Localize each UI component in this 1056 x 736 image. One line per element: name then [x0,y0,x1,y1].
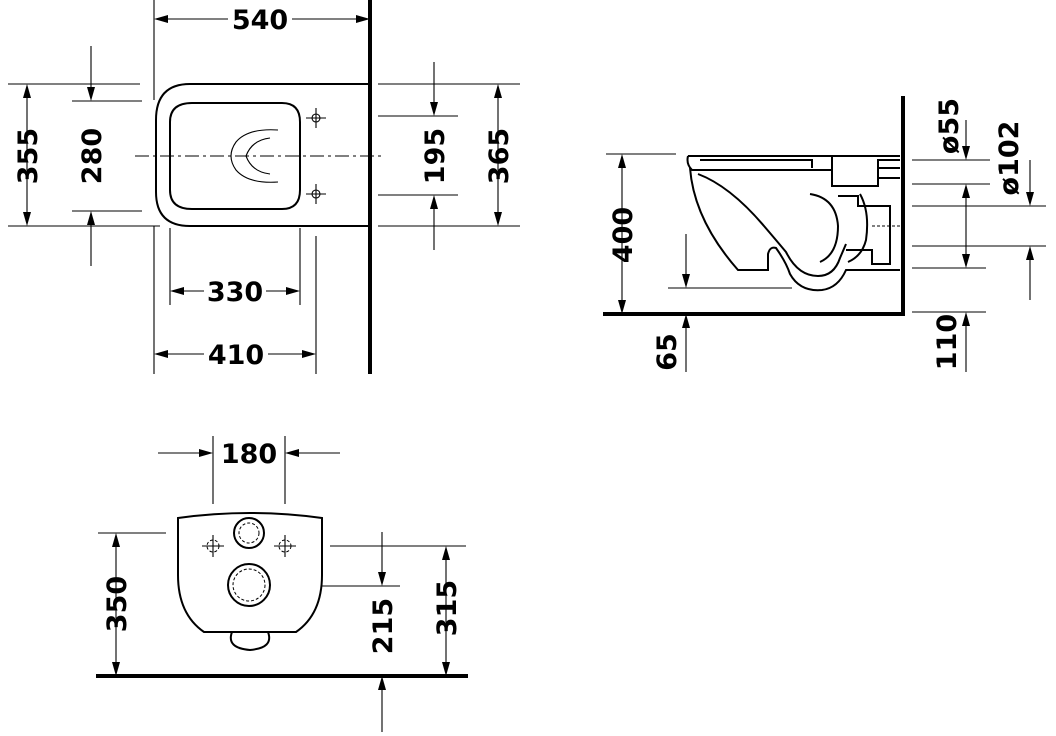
dim-355-label: 355 [13,128,44,184]
dim-o102-label: ø102 [994,121,1025,196]
side-view-rim [686,155,900,171]
top-view: 540 355 280 195 [8,0,520,374]
dim-355: 355 [8,83,160,227]
dim-215: 215 [322,532,400,732]
dim-280-label: 280 [77,128,108,184]
dim-330: 330 [169,228,301,308]
rear-view-outlet-bulge [229,631,271,652]
dim-365-label: 365 [484,128,515,184]
dim-540-label: 540 [232,5,288,36]
dim-330-label: 330 [207,277,263,308]
side-view-inlet-connector [831,156,900,187]
dim-540: 540 [153,0,370,100]
dim-o102: ø102 [912,121,1046,300]
rear-view-bolt-left [202,535,224,557]
dim-65: 65 [652,234,792,372]
rear-view-outlet [227,563,271,607]
dim-65-label: 65 [652,333,683,371]
side-view-bowl-outer [689,167,900,292]
dim-180: 180 [158,436,340,504]
dim-280: 280 [72,46,142,266]
rear-view-body [177,512,323,633]
top-view-bowl-outline [155,83,370,227]
dim-315-label: 315 [432,580,463,636]
rear-view-inlet [233,517,265,549]
dim-400-label: 400 [608,207,639,263]
top-view-fixing-hole-2 [306,184,326,204]
dim-195-label: 195 [420,128,451,184]
dim-110-label: 110 [932,314,963,370]
dim-350: 350 [98,532,166,676]
side-view: 400 65 ø55 ø102 [603,96,1046,372]
top-view-seat-opening [169,102,301,210]
side-view-outlet-connector [838,195,891,265]
dim-195: 195 [378,62,458,250]
dim-350-label: 350 [102,576,133,632]
rear-view: 180 350 215 315 [96,436,468,732]
dim-410: 410 [153,226,317,374]
rear-view-bolt-right [274,535,296,557]
dim-180-label: 180 [221,439,277,470]
dim-o55: ø55 [912,98,990,266]
dim-215-label: 215 [368,598,399,654]
dim-400: 400 [606,153,676,314]
dim-110: 110 [912,254,986,372]
dim-315: 315 [330,545,466,676]
top-view-fixing-hole-1 [306,108,326,128]
dim-365: 365 [378,83,520,227]
dim-o55-label: ø55 [934,98,965,154]
dim-410-label: 410 [208,340,264,371]
side-view-bowl-inner [697,173,847,278]
